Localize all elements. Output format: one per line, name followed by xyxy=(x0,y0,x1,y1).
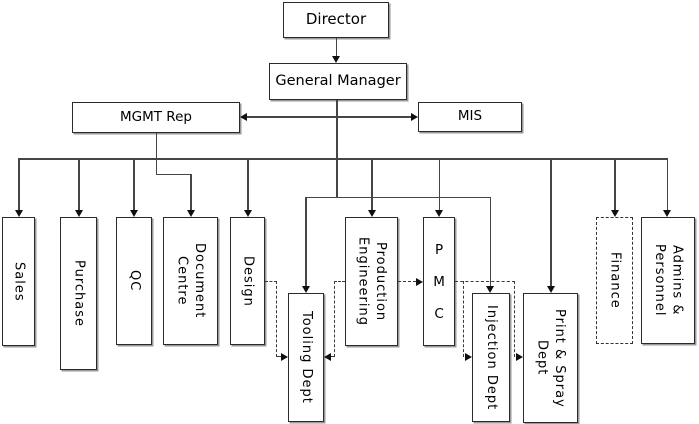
node-tooling-dept-label: Tooling Dept xyxy=(298,311,314,404)
edge-mgmtrep-mis-line xyxy=(246,116,412,118)
edge-gm-qc-arrowhead xyxy=(129,210,138,217)
edge-design-tooling-dash-h1 xyxy=(265,281,277,282)
edge-pmc-injection-dash-h xyxy=(455,281,515,282)
edge-gm-tooling-line xyxy=(305,196,307,287)
edge-gm-admins-line xyxy=(666,158,668,211)
node-document-centre: Document Centre xyxy=(163,217,218,345)
node-design: Design xyxy=(230,217,265,345)
node-print-spray-dept: Print & Spray Dept xyxy=(523,293,578,423)
node-qc: QC xyxy=(116,217,152,345)
edge-gm-printspray-arrowhead xyxy=(546,286,555,293)
node-injection-dept-label: Injection Dept xyxy=(483,304,499,411)
node-general-manager-label: General Manager xyxy=(275,73,401,90)
edge-gm-prodeng-arrowhead xyxy=(367,210,376,217)
edge-prodeng-tooling-dash-v xyxy=(334,281,335,357)
edge-gm-sales-line xyxy=(18,158,20,211)
edge-mgmtrep-mis-left-arrowhead xyxy=(240,113,247,121)
edge-pmc-printspray-dash-v xyxy=(514,281,515,357)
node-finance-label: Finance xyxy=(607,252,623,309)
edge-gm-injection-line xyxy=(489,196,491,287)
node-qc-label: QC xyxy=(126,270,142,292)
edge-prodeng-tooling-arrowhead xyxy=(324,353,331,361)
edge-gm-spine-line xyxy=(336,100,338,197)
node-sales-label: Sales xyxy=(11,261,27,302)
node-pmc-label: P M C xyxy=(431,241,448,322)
edge-design-tooling-dash-v xyxy=(276,281,277,357)
edge-gm-tooling-arrowhead xyxy=(301,286,310,293)
node-finance: Finance xyxy=(596,217,633,344)
node-production-engineering: Production Engineering xyxy=(345,217,398,346)
node-sales: Sales xyxy=(2,217,35,346)
node-mis-label: MIS xyxy=(457,108,483,125)
node-admins-personnel-label: Admins & Personnel xyxy=(652,244,685,317)
node-tooling-dept: Tooling Dept xyxy=(288,293,324,422)
edge-gm-printspray-line xyxy=(550,158,552,287)
edge-gm-pmc-arrowhead xyxy=(435,210,443,217)
node-director: Director xyxy=(283,2,389,38)
node-mgmt-rep: MGMT Rep xyxy=(72,102,240,133)
edge-prodeng-tooling-dash-h2 xyxy=(330,356,335,357)
edge-mgmtrep-mis-right-arrowhead xyxy=(411,113,418,121)
node-pmc: P M C xyxy=(423,217,455,346)
main-branch-line xyxy=(18,158,668,160)
edge-prodeng-tooling-dash-h1 xyxy=(334,281,345,282)
node-design-label: Design xyxy=(240,255,256,307)
edge-gm-admins-arrowhead xyxy=(663,210,671,217)
edge-design-tooling-arrowhead xyxy=(281,353,288,361)
sub-branch-line xyxy=(305,196,491,198)
edge-prodeng-pmc-arrowhead xyxy=(416,278,423,286)
edge-prodeng-pmc-dash-h xyxy=(398,281,416,282)
node-mis: MIS xyxy=(418,102,522,132)
edge-gm-qc-line xyxy=(133,158,135,211)
node-director-label: Director xyxy=(305,10,367,29)
node-general-manager: General Manager xyxy=(269,63,407,100)
edge-pmc-injection-dash-v xyxy=(463,281,464,357)
node-print-spray-dept-label: Print & Spray Dept xyxy=(534,308,568,408)
edge-mgmtrep-doc-line-h xyxy=(155,173,192,175)
node-document-centre-label: Document Centre xyxy=(174,243,208,319)
edge-gm-finance-arrowhead xyxy=(610,210,619,217)
edge-gm-pmc-line xyxy=(438,158,440,211)
edge-pmc-injection-arrowhead xyxy=(465,353,472,361)
edge-gm-sales-arrowhead xyxy=(14,210,23,217)
edge-gm-finance-line xyxy=(614,158,616,211)
node-purchase: Purchase xyxy=(60,217,97,370)
edge-mgmtrep-doc-arrowhead xyxy=(187,210,195,217)
edge-gm-injection-arrowhead xyxy=(486,286,494,293)
edge-gm-design-line xyxy=(247,158,249,211)
edge-director-gm-line xyxy=(335,38,337,57)
node-injection-dept: Injection Dept xyxy=(472,293,510,422)
edge-gm-design-arrowhead xyxy=(243,210,252,217)
edge-mgmtrep-doc-line-v1 xyxy=(155,133,157,175)
edge-design-tooling-dash-h2 xyxy=(277,356,282,357)
node-production-engineering-label: Production Engineering xyxy=(355,237,389,326)
edge-gm-purchase-arrowhead xyxy=(74,210,83,217)
edge-pmc-printspray-arrowhead xyxy=(516,353,523,361)
edge-director-gm-arrowhead xyxy=(332,56,340,63)
node-admins-personnel: Admins & Personnel xyxy=(641,217,695,344)
edge-gm-purchase-line xyxy=(78,158,80,211)
node-purchase-label: Purchase xyxy=(71,259,87,328)
edge-gm-prodeng-line xyxy=(371,158,373,211)
node-mgmt-rep-label: MGMT Rep xyxy=(120,108,192,125)
edge-mgmtrep-doc-line-v2 xyxy=(190,173,192,211)
